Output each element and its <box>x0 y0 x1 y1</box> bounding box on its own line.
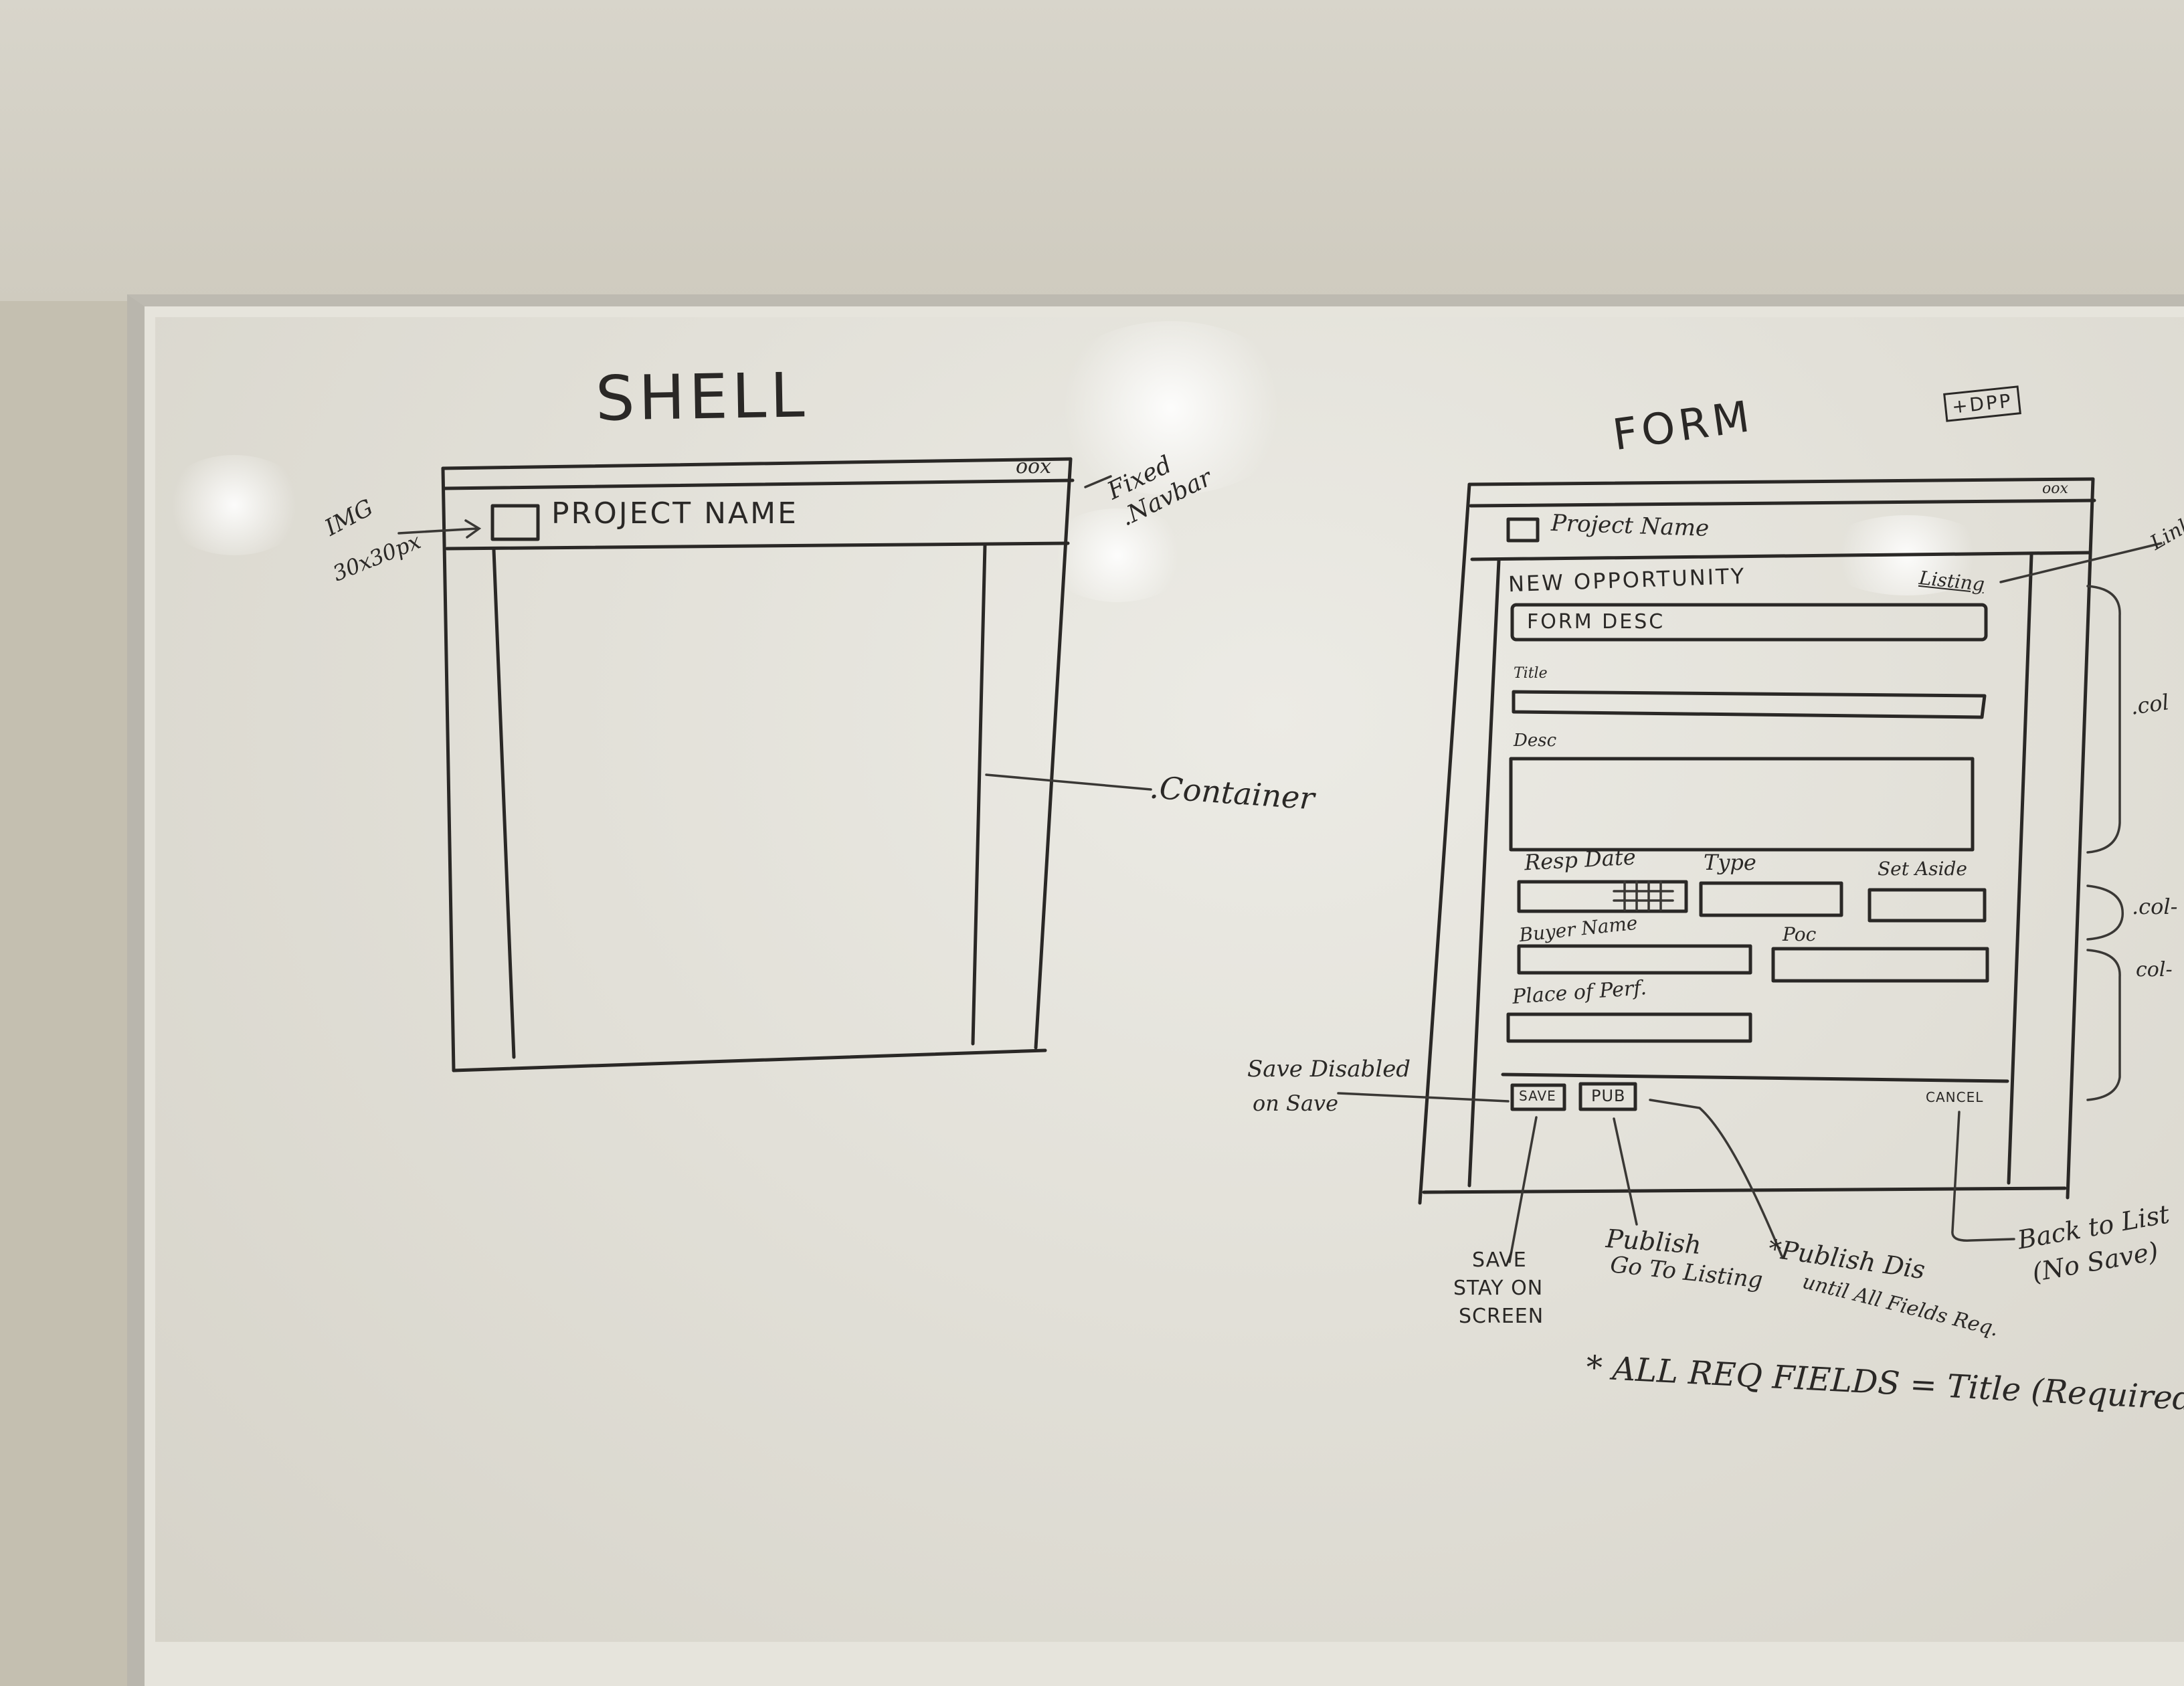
calendar-icon <box>1613 880 1674 911</box>
save-stay-note-2: STAY ON <box>1453 1277 1544 1300</box>
form-window-top <box>1467 477 2095 486</box>
col-brace-2 <box>2086 884 2124 941</box>
poc-label: Poc <box>1783 923 1817 945</box>
form-desc-label: FORM DESC <box>1527 610 1665 634</box>
form-window-right <box>2066 477 2095 1200</box>
save-button[interactable]: SAVE <box>1519 1088 1556 1104</box>
pub-button[interactable]: PUB <box>1591 1087 1626 1105</box>
save-disabled-pointer <box>1337 1092 1510 1103</box>
form-footer-divider <box>1501 1072 2009 1083</box>
shell-navbar-bottom <box>445 541 1070 551</box>
save-button-box <box>1510 1083 1566 1111</box>
col-brace-3 <box>2086 949 2121 1101</box>
shell-project-name: PROJECT NAME <box>551 496 798 531</box>
navbar-pointer <box>1084 475 1112 488</box>
save-pointer <box>1508 1116 1538 1263</box>
type-input <box>1699 881 1843 917</box>
pub-button-box <box>1578 1082 1637 1111</box>
form-logo-box <box>1506 517 1540 543</box>
form-window-controls: oox <box>2042 480 2068 497</box>
form-project-name: Project Name <box>1550 509 1710 543</box>
save-stay-note-3: SCREEN <box>1459 1305 1544 1328</box>
shell-container-left <box>492 548 516 1059</box>
light-glare <box>161 455 308 555</box>
cancel-pointer <box>1951 1111 2015 1242</box>
title-input <box>1512 690 1987 719</box>
save-disabled-note-2: on Save <box>1253 1091 1339 1116</box>
shell-container-right <box>971 543 987 1046</box>
wall <box>0 0 2184 301</box>
save-stay-note-1: SAVE <box>1472 1248 1527 1272</box>
save-disabled-note: Save Disabled <box>1247 1056 1411 1083</box>
col-brace-1 <box>2086 585 2121 854</box>
sketch-lines <box>397 457 2163 1263</box>
shell-titlebar <box>443 478 1075 490</box>
shell-window-left <box>441 466 456 1072</box>
form-container-left <box>1467 559 1501 1188</box>
title-field-label: Title <box>1514 665 1548 682</box>
desc-field-label: Desc <box>1514 731 1557 751</box>
container-pointer <box>985 773 1152 791</box>
img-arrow <box>397 527 479 535</box>
link-pointer <box>1999 542 2163 583</box>
set-aside-label: Set Aside <box>1878 858 1967 880</box>
resp-date-input <box>1517 880 1688 913</box>
set-aside-input <box>1868 888 1987 923</box>
form-window-bottom <box>1422 1186 2067 1194</box>
form-desc-box <box>1510 603 1988 642</box>
buyer-name-input <box>1517 944 1752 975</box>
col-label-2: .col- <box>2132 894 2178 919</box>
form-navbar-bottom <box>1470 551 2092 561</box>
shell-window-bottom <box>452 1048 1047 1072</box>
publish-pointer <box>1613 1117 1638 1226</box>
type-label: Type <box>1704 850 1756 875</box>
shell-window-top <box>441 457 1073 470</box>
col-label-3: col- <box>2136 958 2173 981</box>
shell-logo-box <box>490 504 540 541</box>
cancel-button[interactable]: CANCEL <box>1926 1089 1984 1105</box>
publish-disabled-pointer <box>1649 1099 1784 1259</box>
shell-window-controls: oox <box>1016 455 1052 478</box>
shell-title: SHELL <box>595 359 810 435</box>
img-arrow-head <box>464 519 482 539</box>
light-glare <box>1044 321 1298 495</box>
col-label-1: .col <box>2128 689 2171 720</box>
poc-input <box>1771 947 1989 983</box>
place-of-perf-input <box>1506 1012 1752 1043</box>
shell-window-right <box>1034 457 1073 1050</box>
form-titlebar <box>1469 498 2096 508</box>
form-window-left <box>1418 482 1471 1205</box>
desc-textarea <box>1509 757 1975 852</box>
form-container-right <box>2007 553 2033 1185</box>
